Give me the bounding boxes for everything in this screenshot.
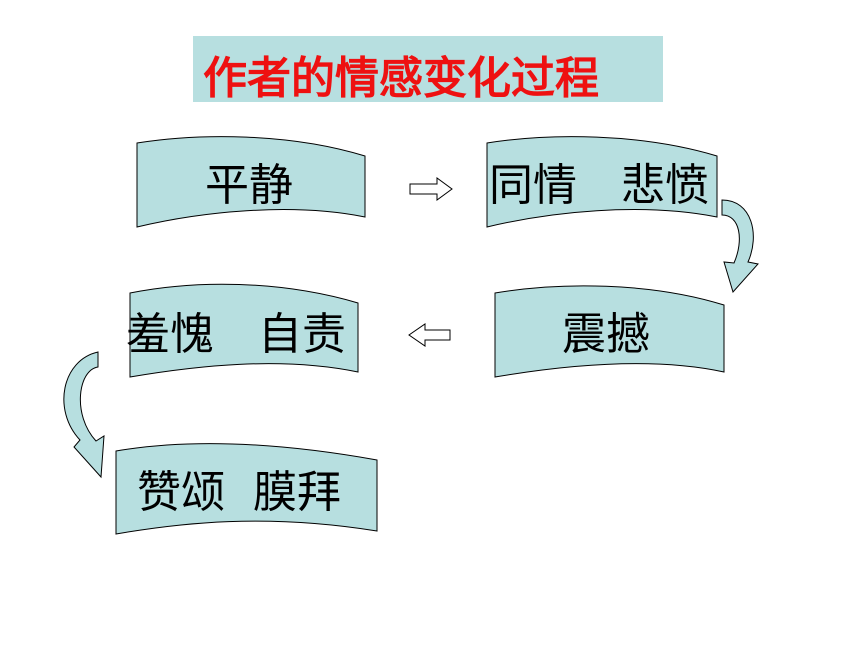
curved-arrow-right-icon [721, 199, 759, 293]
stage-label-calm: 平静 [205, 160, 293, 211]
curved-arrow-left-icon [63, 351, 105, 479]
page-title: 作者的情感变化过程 [203, 53, 599, 104]
stage-label-praise: 赞颂 膜拜 [137, 467, 341, 518]
stage-box-calm [136, 136, 366, 228]
arrow-left-icon [408, 323, 451, 347]
stage-box-praise [115, 443, 378, 535]
stage-box-shock [494, 285, 725, 378]
arrow-right-icon [409, 177, 453, 201]
stage-box-shame [129, 283, 359, 378]
stage-label-sympathy: 同情 悲愤 [489, 160, 709, 211]
stage-label-shame: 羞愧 自责 [126, 309, 346, 360]
stage-box-sympathy [486, 136, 718, 228]
stage-label-shock: 震撼 [562, 309, 650, 360]
title-banner: 作者的情感变化过程 [193, 36, 663, 104]
